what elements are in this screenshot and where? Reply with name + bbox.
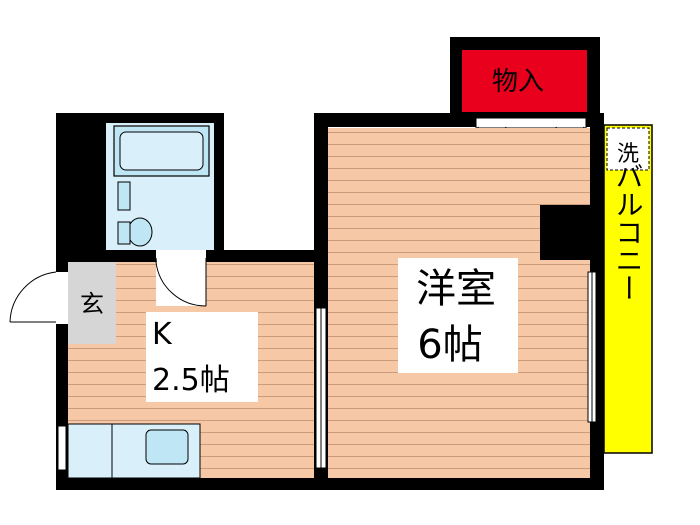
western-room-name: 洋室 <box>416 266 496 312</box>
front-door <box>9 271 68 324</box>
toilet <box>117 181 153 247</box>
kitchen-window <box>57 425 67 471</box>
closet-area <box>462 50 587 112</box>
balcony-area <box>603 124 653 454</box>
laundry-spot: 洗 <box>606 127 650 171</box>
sliding-door <box>315 307 327 469</box>
western-room-size: 6帖 <box>417 322 482 368</box>
western-room-label-bg <box>398 258 518 373</box>
sink <box>145 429 189 465</box>
kitchen-label-bg <box>146 312 258 402</box>
entrance-label: 玄 <box>80 290 104 318</box>
closet-label: 物入 <box>492 67 544 97</box>
balcony-window <box>587 271 597 423</box>
kitchen-counter <box>67 423 201 479</box>
balcony-label: バルコニー <box>612 162 645 302</box>
entrance-area <box>68 262 116 344</box>
bathroom <box>106 123 214 250</box>
kitchen-size: 2.5帖 <box>152 363 230 398</box>
laundry-label: 洗 <box>617 142 639 167</box>
kitchen-name: K <box>152 317 173 352</box>
